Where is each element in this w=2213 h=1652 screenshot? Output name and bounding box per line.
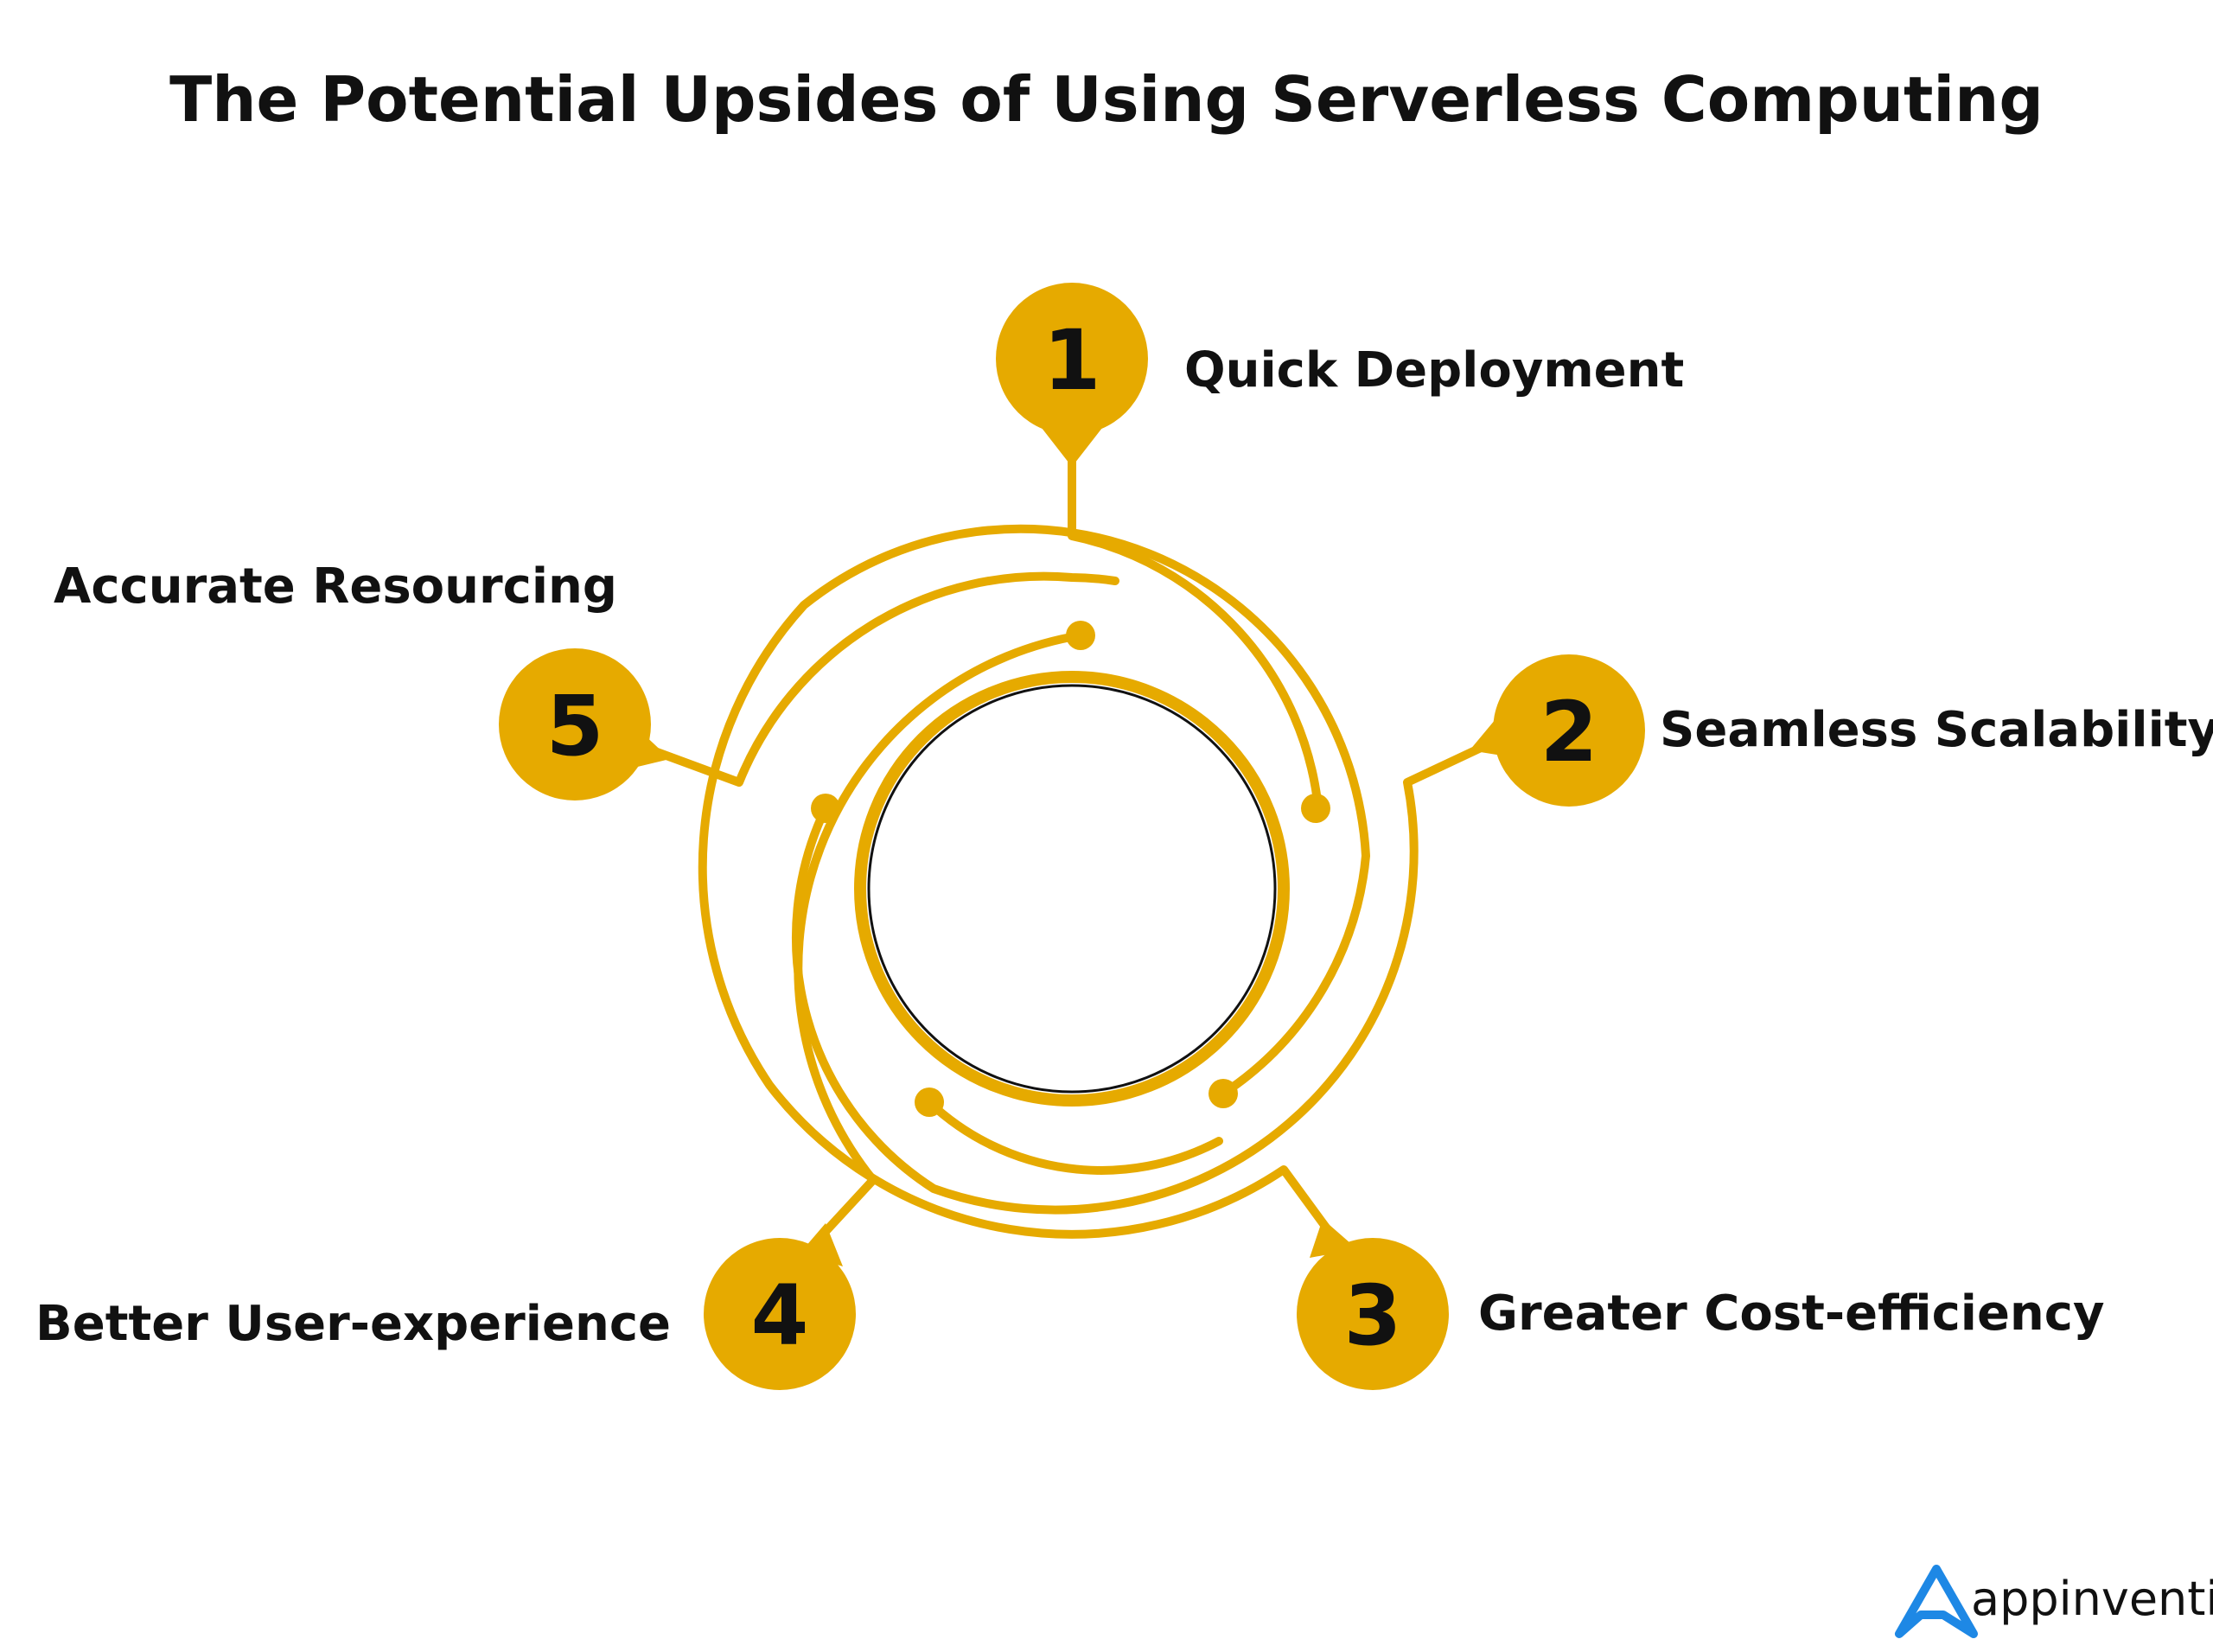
brand-logo: appinventiv — [1895, 1565, 2213, 1638]
connector-dot — [1209, 1079, 1238, 1108]
item-1-label: Quick Deployment — [1184, 342, 1684, 399]
connector-dot — [1066, 621, 1095, 650]
item-5: 5 Accurate Resourcing — [54, 558, 670, 800]
connector-lines — [653, 452, 1513, 1245]
item-4: 4 Better User-experience — [35, 1223, 856, 1390]
item-2-label: Seamless Scalability — [1660, 702, 2213, 758]
item-2-number: 2 — [1540, 684, 1598, 781]
center-circle — [867, 684, 1277, 1094]
item-5-badge — [499, 648, 651, 800]
item-3-label: Greater Cost-efficiency — [1478, 1285, 2105, 1342]
connector-dot — [1301, 794, 1330, 823]
item-2: 2 Seamless Scalability — [1470, 654, 2213, 807]
connector-dot — [915, 1088, 944, 1117]
item-4-number: 4 — [751, 1267, 809, 1364]
item-3: 3 Greater Cost-efficiency — [1297, 1219, 2105, 1390]
item-4-badge — [704, 1238, 856, 1390]
appinventiv-logo-mark — [1895, 1565, 1978, 1638]
item-3-number: 3 — [1344, 1267, 1402, 1364]
page-title: The Potential Upsides of Using Serverles… — [169, 63, 2044, 136]
item-4-label: Better User-experience — [35, 1296, 671, 1352]
item-5-label: Accurate Resourcing — [54, 558, 617, 615]
connector-dots — [811, 621, 1330, 1117]
item-1: 1 Quick Deployment — [996, 283, 1684, 467]
item-3-badge — [1297, 1238, 1449, 1390]
connector-1 — [1068, 452, 1323, 813]
item-5-number: 5 — [546, 678, 604, 775]
item-1-badge — [996, 283, 1148, 435]
item-2-badge — [1493, 654, 1645, 807]
brand-name: appinventiv — [1971, 1572, 2213, 1626]
center-ring — [854, 671, 1290, 1107]
connector-3 — [698, 524, 1370, 1245]
appinventiv-logo-icon — [1895, 1565, 1978, 1638]
connector-4 — [794, 631, 1085, 1241]
connector-dot — [811, 794, 840, 823]
item-1-pin — [1042, 428, 1102, 467]
connector-5b — [925, 1098, 1223, 1175]
item-1-number: 1 — [1043, 312, 1101, 409]
connector-5 — [653, 571, 1119, 787]
